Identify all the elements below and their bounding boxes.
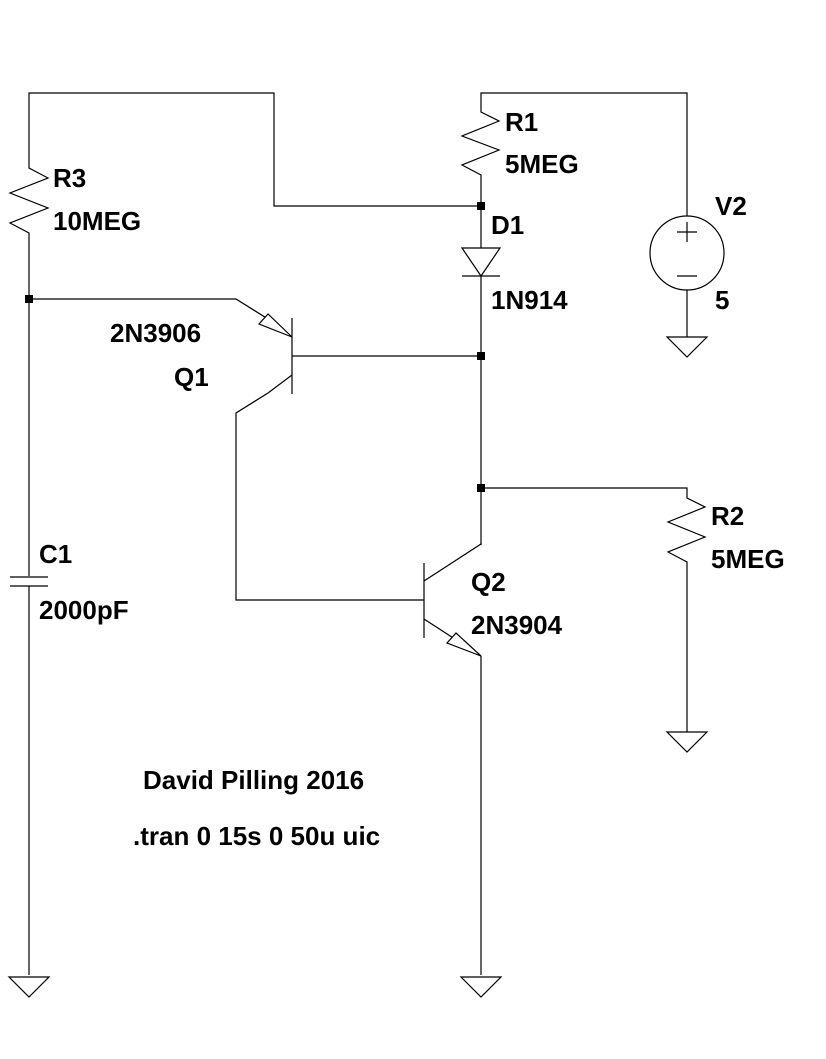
q1-ref-label: Q1 [174, 362, 209, 392]
r1-ref-label: R1 [505, 107, 538, 137]
junction-dot [477, 484, 485, 492]
resistor-r3[interactable]: R3 10MEG [8, 160, 141, 236]
d1-value-label: 1N914 [491, 285, 568, 315]
wire-q1-emitter [29, 298, 269, 320]
r1-value-label: 5MEG [505, 149, 579, 179]
c1-ref-label: C1 [39, 539, 72, 569]
ground-icon [7, 976, 51, 998]
resistor-r2[interactable]: R2 5MEG [666, 497, 785, 574]
resistor-r1[interactable]: R1 5MEG [460, 107, 579, 179]
q2-ref-label: Q2 [471, 567, 506, 597]
voltage-source-v2-circle [649, 215, 725, 291]
junction-dot [25, 295, 33, 303]
voltage-source-v2[interactable]: V2 5 [649, 191, 747, 315]
capacitor-c1[interactable]: C1 2000pF [10, 539, 129, 625]
diode-d1[interactable]: D1 1N914 [460, 210, 568, 315]
ground-icon [459, 976, 503, 998]
junction-dot [477, 202, 485, 210]
r3-ref-label: R3 [53, 163, 86, 193]
q2-emitter-arrow-icon [445, 632, 482, 657]
transistor-q2[interactable]: Q2 2N3904 [423, 542, 563, 657]
wire-q1-collector-q2-base [235, 392, 424, 601]
diode-d1-triangle [460, 247, 502, 278]
ground-icon [665, 336, 709, 358]
wire-node-to-r2 [481, 487, 688, 497]
wires [28, 92, 688, 975]
grounds [7, 336, 709, 998]
v2-ref-label: V2 [715, 191, 747, 221]
junction-dot [477, 352, 485, 360]
resistor-r1-symbol [460, 110, 501, 178]
v2-value-label: 5 [715, 285, 729, 315]
resistor-r3-symbol [8, 160, 50, 236]
junctions [25, 202, 485, 492]
ground-icon [665, 731, 709, 753]
wire-r1-to-v2 [480, 92, 688, 216]
q1-emitter-arrow-icon [257, 313, 293, 338]
r2-ref-label: R2 [711, 501, 744, 531]
q2-collector-lead [423, 542, 482, 582]
transistor-q1[interactable]: 2N3906 Q1 [110, 313, 293, 394]
wire-top-left-loop [28, 92, 481, 207]
r3-value-label: 10MEG [53, 206, 141, 236]
spice-directive[interactable]: .tran 0 15s 0 50u uic [133, 821, 380, 851]
author-annotation: David Pilling 2016 [143, 765, 364, 795]
q2-value-label: 2N3904 [471, 610, 563, 640]
d1-ref-label: D1 [491, 210, 524, 240]
q1-value-label: 2N3906 [110, 318, 201, 348]
q1-collector-lead [267, 374, 293, 394]
resistor-r2-symbol [666, 497, 707, 572]
c1-value-label: 2000pF [39, 595, 129, 625]
r2-value-label: 5MEG [711, 544, 785, 574]
